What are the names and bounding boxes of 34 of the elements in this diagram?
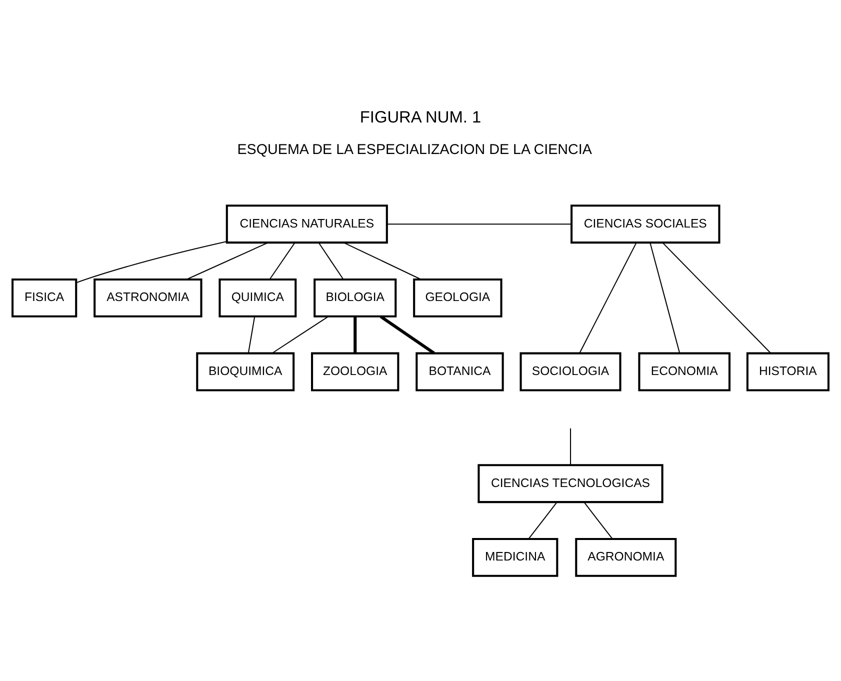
connector [76,240,227,284]
node-box: FISICA [12,278,78,318]
connector [354,316,357,354]
node-box: CIENCIAS SOCIALES [570,204,720,244]
connector [380,315,435,354]
node-box: CIENCIAS TECNOLOGICAS [478,464,664,504]
node-box: HISTORIA [746,352,830,392]
connector [269,242,296,280]
connector [272,316,329,354]
label: ESQUEMA DE LA ESPECIALIZACION DE LA CIENCIA [237,142,592,158]
connector [248,316,256,354]
connector [186,242,268,280]
connector [579,242,637,354]
node-box: BIOQUIMICA [196,352,295,392]
node-box: GEOLOGIA [413,278,502,318]
node-box: BIOLOGIA [314,278,397,318]
connector [318,242,344,280]
diagram-title: FIGURA NUM. 1 [360,108,482,126]
node-box: SOCIOLOGIA [520,352,622,392]
node-box: BOTANICA [416,352,504,392]
node-box: ZOOLOGIA [311,352,400,392]
node-box: MEDICINA [472,538,558,577]
connector [387,224,572,225]
node-box: QUIMICA [218,278,297,318]
node-box: AGRONOMIA [575,538,677,577]
connector [662,242,772,354]
connector [528,502,558,540]
node-box: ECONOMIA [638,352,731,392]
connector [584,502,613,540]
connector [344,242,422,280]
node-box: CIENCIAS NATURALES [226,204,388,244]
connector [650,242,680,354]
node-box: ASTRONOMIA [94,278,202,318]
connector [570,428,572,466]
